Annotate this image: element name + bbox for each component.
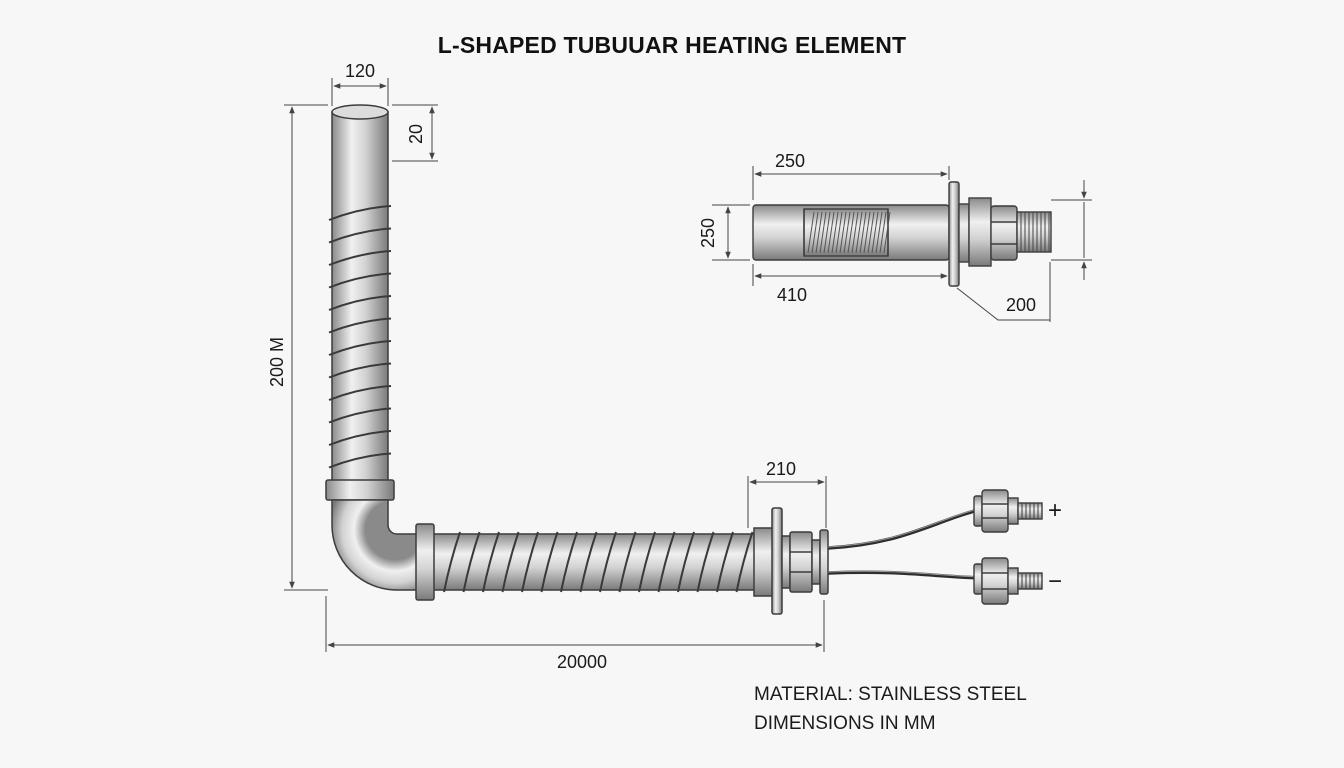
- dim-horizontal-length: 20000: [557, 652, 607, 672]
- dim-detail-length: 250: [775, 151, 805, 171]
- lead-wires: [827, 506, 987, 580]
- coil-hatch: [827, 211, 835, 254]
- dim-tube-top-offset: 20: [406, 124, 426, 144]
- negative-terminal: [973, 557, 1043, 605]
- dim-detail-body: 410: [777, 285, 807, 305]
- coil-hatch: [855, 211, 863, 254]
- coil-hatch: [839, 211, 847, 254]
- bend-collar: [325, 479, 395, 501]
- dim-vertical-height: 200 M: [267, 337, 287, 387]
- coil-turn: [328, 250, 392, 266]
- coil-turn: [328, 362, 392, 379]
- coil-hatch: [851, 211, 859, 254]
- lead-wires-highlight: [827, 506, 987, 578]
- coil-turn: [716, 531, 734, 593]
- coil-hatch: [867, 211, 875, 254]
- coil-turn: [328, 452, 392, 469]
- coil-turn: [443, 531, 461, 593]
- coil-turn: [328, 272, 392, 289]
- coil-hatch: [875, 211, 883, 254]
- coil-turn: [618, 531, 637, 593]
- coil-turn: [560, 531, 578, 593]
- coil-turn: [328, 407, 392, 424]
- coil-hatch: [807, 211, 815, 254]
- coil-turn: [328, 317, 392, 334]
- coil-turn: [696, 531, 715, 593]
- dimension-lines-main: [284, 78, 827, 652]
- dim-tube-diameter: 120: [345, 61, 375, 81]
- material-note: MATERIAL: STAINLESS STEEL: [754, 684, 1027, 705]
- drawing-title: L-SHAPED TUBUUAR HEATING ELEMENT: [437, 32, 907, 58]
- coil-hatch: [819, 211, 827, 254]
- positive-terminal: [973, 489, 1043, 533]
- units-note: DIMENSIONS IN MM: [754, 713, 936, 734]
- detail-view: [752, 181, 1052, 287]
- coil-turn: [540, 531, 559, 593]
- coil-turn: [501, 531, 520, 593]
- coil-hatch: [879, 211, 887, 254]
- coil-turn: [328, 385, 392, 401]
- coil-turn: [638, 531, 656, 593]
- dim-detail-height: 250: [698, 218, 718, 248]
- coil-hatch: [859, 211, 867, 254]
- coil-turn: [328, 227, 392, 244]
- vertical-tube: [331, 104, 389, 485]
- coil-hatch: [843, 211, 851, 254]
- negative-sign: −: [1048, 568, 1062, 595]
- coil-hatch: [811, 211, 819, 254]
- coil-turn: [579, 531, 598, 593]
- positive-sign: +: [1048, 497, 1062, 524]
- tube-bend: [331, 499, 419, 591]
- coil-hatch: [871, 211, 879, 254]
- coil-turn: [328, 205, 392, 221]
- detail-thread: [1020, 212, 1050, 252]
- coil-hatch: [835, 211, 843, 254]
- horizontal-coil: [443, 531, 754, 593]
- coil-turn: [735, 531, 754, 593]
- coil-turn: [482, 531, 500, 593]
- coil-hatch: [823, 211, 831, 254]
- coil-hatch: [847, 211, 855, 254]
- terminal-flange: [771, 507, 829, 615]
- coil-hatch: [831, 211, 839, 254]
- dim-detail-thread: 200: [1006, 295, 1036, 315]
- dim-terminal-flange: 210: [766, 459, 796, 479]
- coil-turn: [328, 430, 392, 446]
- coil-turn: [677, 531, 695, 593]
- coil-turn: [328, 340, 392, 356]
- coil-turn: [657, 531, 676, 593]
- drawing-notes: MATERIAL: STAINLESS STEEL DIMENSIONS IN …: [754, 680, 1027, 738]
- coil-turn: [462, 531, 481, 593]
- coil-hatch: [883, 211, 891, 254]
- coil-hatch: [863, 211, 871, 254]
- coil-hatch: [815, 211, 823, 254]
- coil-turn: [599, 531, 617, 593]
- detail-coil: [807, 211, 891, 254]
- dimension-lines-detail: [712, 166, 1092, 322]
- coil-turn: [521, 531, 539, 593]
- vertical-coil: [328, 205, 392, 469]
- coil-turn: [328, 295, 392, 311]
